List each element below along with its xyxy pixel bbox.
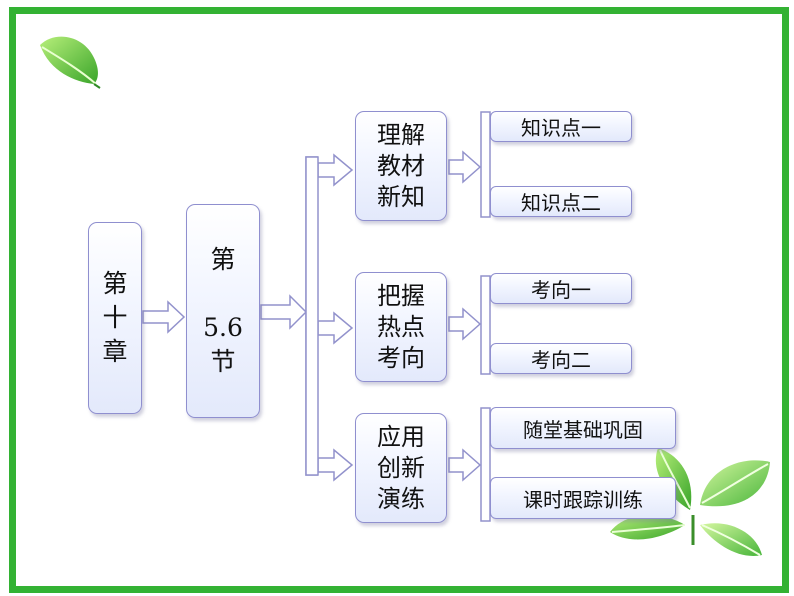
branch-box-hotspots: 把握 热点 考向 [355,272,447,382]
slide-frame [9,7,789,593]
item-box: 考向二 [490,343,632,374]
branch-box-understand: 理解 教材 新知 [355,111,447,221]
item-label: 考向一 [531,278,591,302]
section-box: 第 5.6 节 [186,204,260,418]
item-box: 随堂基础巩固 [490,407,676,449]
item-box: 知识点一 [490,111,632,142]
branch-label: 把握 热点 考向 [377,281,425,372]
item-label: 知识点二 [521,191,601,215]
item-label: 知识点一 [521,116,601,140]
item-label: 课时跟踪训练 [523,487,643,512]
item-box: 考向一 [490,273,632,304]
branch-label: 理解 教材 新知 [377,120,425,211]
leaf-icon-bottom-right [610,448,770,556]
item-box: 知识点二 [490,186,632,217]
section-label: 第 5.6 节 [203,245,243,376]
item-label: 考向二 [531,348,591,372]
chapter-box: 第 十 章 [88,222,142,414]
chapter-label: 第 十 章 [102,269,128,366]
leaf-icon-top-left [40,36,101,89]
item-label: 随堂基础巩固 [523,417,643,442]
branch-label: 应用 创新 演练 [377,422,425,513]
branch-box-application: 应用 创新 演练 [355,413,447,523]
item-box: 课时跟踪训练 [490,477,676,519]
